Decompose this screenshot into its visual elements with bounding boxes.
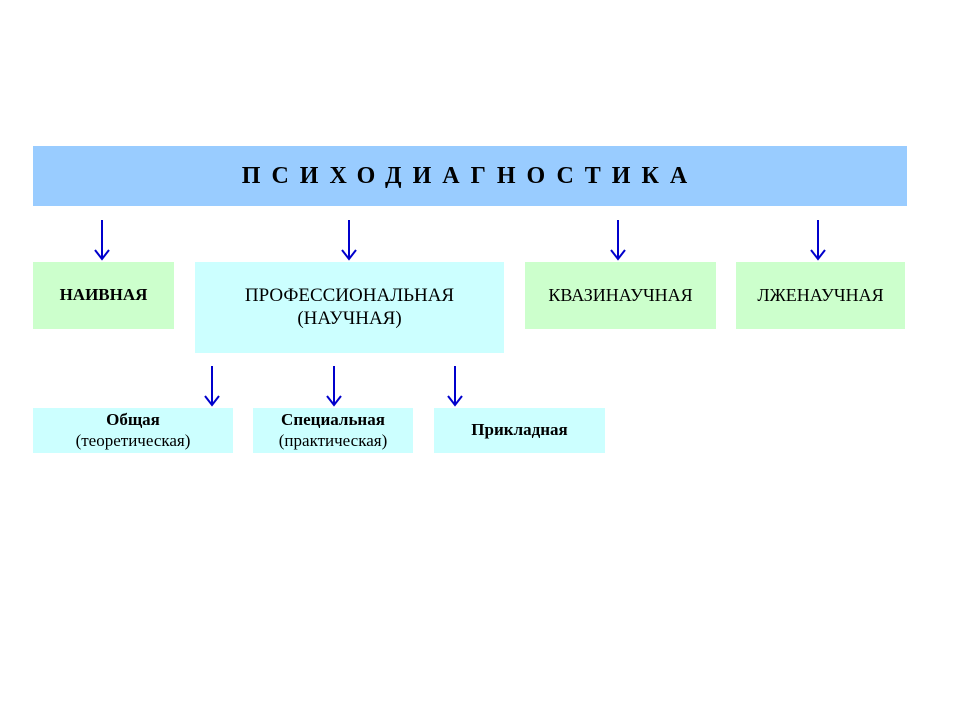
node-pseudo-scientific: ЛЖЕНАУЧНАЯ (736, 262, 905, 329)
node-pseudo-label: ЛЖЕНАУЧНАЯ (757, 284, 884, 305)
arrow-root-to-quasi (610, 220, 626, 261)
arrow-root-to-pseudo (810, 220, 826, 261)
node-professional-line1: ПРОФЕССИОНАЛЬНАЯ (244, 284, 455, 306)
node-special-line2: (практическая) (278, 430, 388, 450)
arrow-root-to-naive (94, 220, 110, 261)
node-naive: НАИВНАЯ (33, 262, 174, 329)
node-general-line1: Общая (106, 410, 160, 430)
arrow-prof-to-applied (447, 366, 463, 407)
root-node-psychodiagnostics: ПСИХОДИАГНОСТИКА (33, 146, 907, 206)
root-node-label: ПСИХОДИАГНОСТИКА (241, 162, 699, 189)
node-applied-label: Прикладная (471, 420, 568, 440)
node-professional: ПРОФЕССИОНАЛЬНАЯ (НАУЧНАЯ) (195, 262, 504, 353)
node-naive-label: НАИВНАЯ (59, 285, 148, 305)
node-quasi-label: КВАЗИНАУЧНАЯ (548, 284, 693, 305)
node-applied: Прикладная (434, 408, 605, 453)
node-general: Общая (теоретическая) (33, 408, 233, 453)
arrow-root-to-professional (341, 220, 357, 261)
arrow-prof-to-special (326, 366, 342, 407)
arrow-prof-to-general (204, 366, 220, 407)
node-special-line1: Специальная (281, 410, 385, 430)
node-professional-line2: (НАУЧНАЯ) (297, 307, 402, 329)
node-general-line2: (теоретическая) (75, 430, 191, 450)
node-special: Специальная (практическая) (253, 408, 413, 453)
node-quasi-scientific: КВАЗИНАУЧНАЯ (525, 262, 716, 329)
